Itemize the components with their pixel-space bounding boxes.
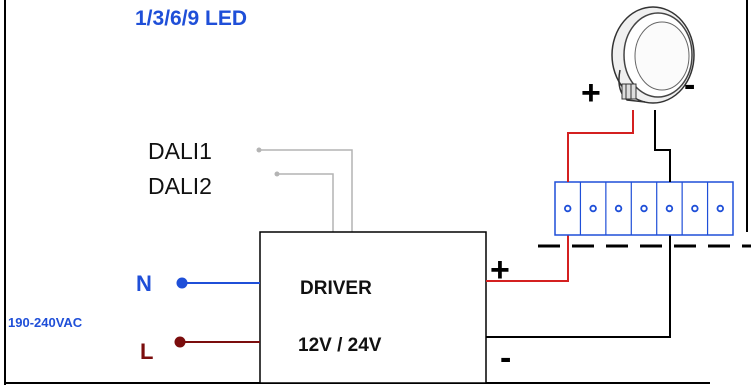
- terminal-block: [554, 181, 734, 236]
- terminal-screw: [614, 204, 623, 213]
- negative-output-wire: [486, 235, 671, 338]
- terminal-screw: [665, 204, 674, 213]
- neutral-label: N: [136, 271, 152, 296]
- dali1-label: DALI1: [148, 138, 212, 164]
- dali1-wire: [259, 149, 353, 232]
- terminal-screw: [589, 204, 597, 213]
- terminal-screw: [564, 204, 572, 213]
- led-positive-wire: [567, 110, 634, 182]
- downlight-led-icon: [611, 6, 695, 104]
- terminal-screw: [691, 204, 699, 213]
- led-negative-wire: [654, 110, 671, 182]
- mains-voltage-label: 190-240VAC: [8, 315, 83, 330]
- driver-voltage: 12V / 24V: [298, 335, 382, 356]
- driver-minus-sign: -: [500, 339, 511, 377]
- driver-name: DRIVER: [300, 278, 372, 299]
- driver-plus-sign: +: [490, 251, 510, 289]
- positive-output-wire: [486, 235, 569, 282]
- terminal-block-body: [554, 181, 734, 236]
- led-minus-sign: -: [684, 66, 695, 104]
- dali2-label: DALI2: [148, 173, 212, 199]
- terminal-screw: [716, 204, 724, 213]
- diagram-title: 1/3/6/9 LED: [135, 7, 247, 30]
- dali2-wire: [277, 173, 334, 232]
- terminal-screw: [640, 204, 648, 213]
- driver-box: [259, 231, 487, 384]
- live-label: L: [140, 339, 153, 364]
- dali-wires: [256, 147, 353, 232]
- led-plus-sign: +: [581, 74, 601, 112]
